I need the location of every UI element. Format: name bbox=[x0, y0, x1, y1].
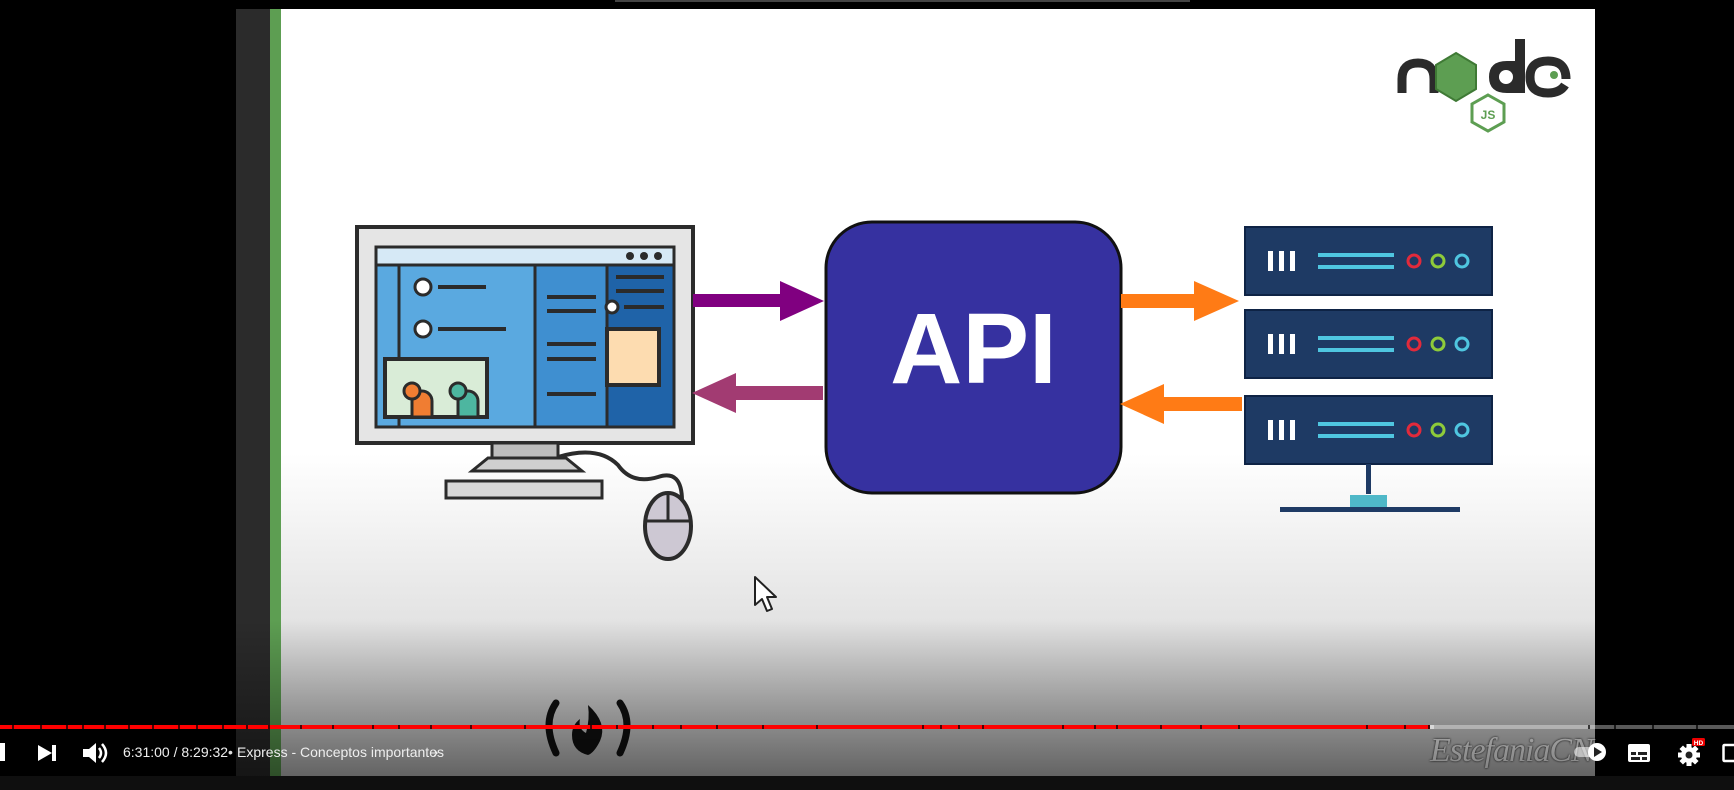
chapter-marker bbox=[1614, 725, 1616, 729]
chapter-marker bbox=[66, 725, 68, 729]
chapter-marker bbox=[372, 725, 374, 729]
top-edge-bar bbox=[615, 0, 1190, 2]
next-icon bbox=[38, 745, 56, 761]
hd-badge: HD bbox=[1694, 740, 1704, 747]
chapter-marker bbox=[762, 725, 764, 729]
chapter-marker bbox=[1116, 725, 1118, 729]
subtitles-button[interactable] bbox=[1626, 740, 1652, 766]
video-frame[interactable]: JS bbox=[236, 9, 1595, 776]
computer-illustration bbox=[355, 225, 695, 561]
chapter-marker bbox=[398, 725, 400, 729]
chapter-marker bbox=[1588, 725, 1590, 729]
api-label: API bbox=[890, 293, 1057, 405]
chapter-marker bbox=[1366, 725, 1368, 729]
chapter-marker bbox=[1652, 725, 1654, 729]
channel-watermark: EstefaniaCN bbox=[1430, 732, 1594, 769]
api-box bbox=[824, 220, 1123, 495]
nodejs-logo: JS bbox=[1397, 39, 1571, 133]
pause-button[interactable] bbox=[0, 741, 12, 763]
chapter-marker bbox=[680, 725, 682, 729]
chapter-marker bbox=[196, 725, 198, 729]
server-to-api-arrow bbox=[1120, 384, 1242, 424]
miniplayer-icon bbox=[1722, 743, 1734, 763]
chapter-marker bbox=[922, 725, 924, 729]
settings-button[interactable]: HD bbox=[1675, 738, 1705, 768]
progress-bar[interactable] bbox=[0, 725, 1734, 729]
chapter-marker bbox=[470, 725, 472, 729]
api-to-server-arrow bbox=[1121, 281, 1239, 321]
server-unit bbox=[1244, 395, 1493, 465]
chevron-right-icon[interactable]: › bbox=[433, 744, 439, 761]
bottom-strip bbox=[0, 776, 1734, 790]
miniplayer-button[interactable] bbox=[1722, 742, 1734, 764]
request-arrow bbox=[693, 281, 824, 321]
chapter-marker bbox=[268, 725, 270, 729]
chapter-marker bbox=[40, 725, 42, 729]
chapter-marker bbox=[300, 725, 302, 729]
chapter-marker bbox=[716, 725, 718, 729]
gear-icon: HD bbox=[1678, 738, 1705, 766]
freecodecamp-logo bbox=[545, 699, 631, 757]
response-arrow bbox=[692, 373, 823, 413]
chapter-marker bbox=[1404, 725, 1406, 729]
chapter-separator: • bbox=[228, 744, 233, 760]
chapter-marker bbox=[222, 725, 224, 729]
chapter-marker bbox=[1428, 725, 1430, 729]
chapter-marker bbox=[1094, 725, 1096, 729]
volume-icon bbox=[83, 743, 108, 763]
svg-text:JS: JS bbox=[1481, 108, 1496, 122]
server-unit bbox=[1244, 309, 1493, 379]
chapter-marker bbox=[616, 725, 618, 729]
autoplay-toggle-icon bbox=[1574, 743, 1606, 761]
chapter-marker bbox=[940, 725, 942, 729]
mouse-cursor-icon bbox=[754, 576, 777, 612]
chapter-marker bbox=[82, 725, 84, 729]
subtitles-icon bbox=[1628, 744, 1650, 762]
progress-played bbox=[0, 725, 1430, 729]
chapter-marker bbox=[652, 725, 654, 729]
chapter-marker bbox=[590, 725, 592, 729]
chapter-marker bbox=[430, 725, 432, 729]
volume-button[interactable] bbox=[80, 740, 108, 766]
chapter-marker bbox=[524, 725, 526, 729]
chapter-marker bbox=[152, 725, 154, 729]
chapter-marker bbox=[128, 725, 130, 729]
chapter-marker bbox=[104, 725, 106, 729]
chapter-marker bbox=[958, 725, 960, 729]
time-display: 6:31:00 / 8:29:32 bbox=[123, 744, 229, 760]
next-button[interactable] bbox=[34, 741, 60, 765]
chapter-marker bbox=[1238, 725, 1240, 729]
server-unit bbox=[1244, 226, 1493, 296]
chapter-marker bbox=[178, 725, 180, 729]
chapter-marker bbox=[982, 725, 984, 729]
autoplay-toggle[interactable] bbox=[1572, 742, 1612, 762]
api-diagram: JS bbox=[355, 39, 1571, 561]
chapter-marker bbox=[246, 725, 248, 729]
chapter-title-button[interactable]: Express - Conceptos importantes bbox=[237, 744, 444, 760]
chapter-marker bbox=[1200, 725, 1202, 729]
chapter-marker bbox=[816, 725, 818, 729]
slide-left-green-edge bbox=[270, 9, 281, 776]
chapter-marker bbox=[332, 725, 334, 729]
pause-icon bbox=[0, 743, 5, 761]
chapter-marker bbox=[1062, 725, 1064, 729]
chapter-marker bbox=[1696, 725, 1698, 729]
server-rack-illustration bbox=[1244, 226, 1493, 512]
chapter-marker bbox=[1160, 725, 1162, 729]
chapter-marker bbox=[12, 725, 14, 729]
